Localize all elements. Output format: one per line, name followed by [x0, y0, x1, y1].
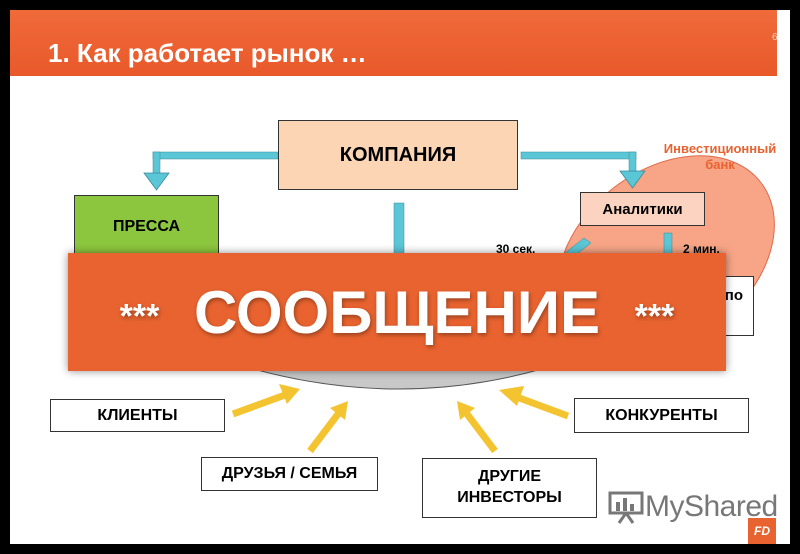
company-to-press-arrow	[143, 151, 279, 191]
presentation-icon	[608, 491, 644, 524]
banner-stars-right: ***	[634, 297, 675, 336]
analysts-box: Аналитики	[580, 192, 705, 226]
other-investors-line1: ДРУГИЕ	[477, 468, 542, 486]
header-bar: 1. Как работает рынок … 6	[10, 10, 778, 76]
banner-stars-left: ***	[119, 297, 160, 336]
friends-arrow	[307, 401, 348, 454]
message-banner: *** СООБЩЕНИЕ ***	[68, 253, 726, 371]
company-box: КОМПАНИЯ	[278, 120, 518, 190]
other-investors-line2: ИНВЕСТОРЫ	[457, 489, 562, 506]
banner-text: *** СООБЩЕНИЕ ***	[120, 278, 675, 347]
analysts-2min-arrow	[663, 232, 673, 256]
banner-message: СООБЩЕНИЕ	[194, 278, 600, 346]
friends-family-box: ДРУЗЬЯ / СЕМЬЯ	[201, 457, 378, 491]
others-arrow	[457, 401, 498, 454]
investment-bank-label: Инвестиционный банк	[663, 141, 777, 173]
clients-arrow	[231, 384, 300, 418]
page-title: 1. Как работает рынок …	[48, 38, 367, 68]
time-30s-label: 30 сек.	[496, 242, 536, 256]
watermark: MyShared	[607, 490, 778, 524]
company-to-analysts-arrow	[520, 151, 646, 189]
other-investors-box: ДРУГИЕ ИНВЕСТОРЫ	[422, 458, 597, 518]
fd-logo: FD	[748, 518, 776, 544]
company-down-arrow	[393, 202, 405, 256]
press-box: ПРЕССА	[74, 195, 219, 257]
time-2min-label: 2 мин.	[683, 242, 720, 256]
page-number: 6	[772, 32, 778, 43]
competitors-box: КОНКУРЕНТЫ	[574, 398, 749, 433]
watermark-text: MyShared	[645, 490, 778, 523]
competitors-arrow	[499, 386, 570, 420]
clients-box: КЛИЕНТЫ	[50, 399, 225, 432]
